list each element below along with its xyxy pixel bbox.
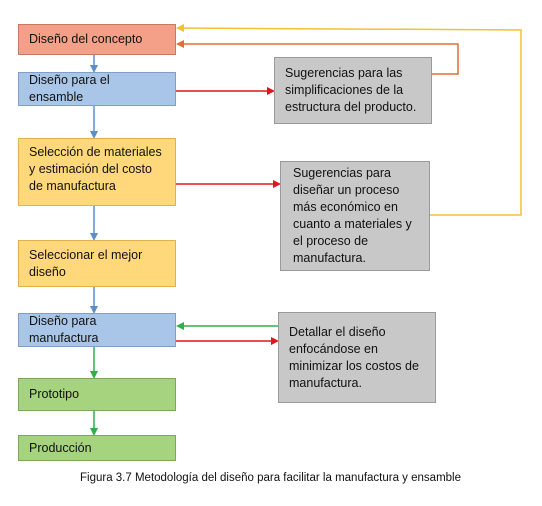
step-prototipo-label: Prototipo — [29, 387, 80, 401]
step-diseno-concepto: Diseño del concepto — [18, 24, 176, 55]
step-seleccion-materiales-label: Selección de materiales y estimación del… — [29, 145, 162, 193]
step-diseno-ensamble-label: Diseño para el ensamble — [29, 73, 110, 104]
step-seleccionar-mejor-label: Seleccionar el mejor diseño — [29, 247, 143, 279]
step-produccion-label: Producción — [29, 440, 92, 455]
note-proceso-economico: Sugerencias para diseñar un proceso más … — [280, 161, 430, 271]
note-detallar-diseno-label: Detallar el diseño enfocándose en minimi… — [289, 324, 419, 390]
step-diseno-manufactura: Diseño para manufactura — [18, 313, 176, 347]
note-simplificaciones: Sugerencias para las simplificaciones de… — [274, 57, 432, 124]
note-simplificaciones-label: Sugerencias para las simplificaciones de… — [285, 66, 417, 114]
note-detallar-diseno: Detallar el diseño enfocándose en minimi… — [278, 312, 436, 403]
step-diseno-concepto-label: Diseño del concepto — [29, 32, 143, 46]
note-proceso-economico-label: Sugerencias para diseñar un proceso más … — [293, 166, 412, 265]
step-diseno-manufactura-label: Diseño para manufactura — [29, 314, 99, 345]
step-prototipo: Prototipo — [18, 378, 176, 411]
loop-simplificaciones-to-concepto — [176, 40, 459, 75]
step-diseno-ensamble: Diseño para el ensamble — [18, 72, 176, 106]
figure-caption: Figura 3.7 Metodología del diseño para f… — [80, 472, 461, 484]
step-seleccionar-mejor: Seleccionar el mejor diseño — [18, 240, 176, 287]
step-produccion: Producción — [18, 435, 176, 461]
loop-proceso-to-concepto — [176, 24, 522, 216]
step-seleccion-materiales: Selección de materiales y estimación del… — [18, 138, 176, 206]
